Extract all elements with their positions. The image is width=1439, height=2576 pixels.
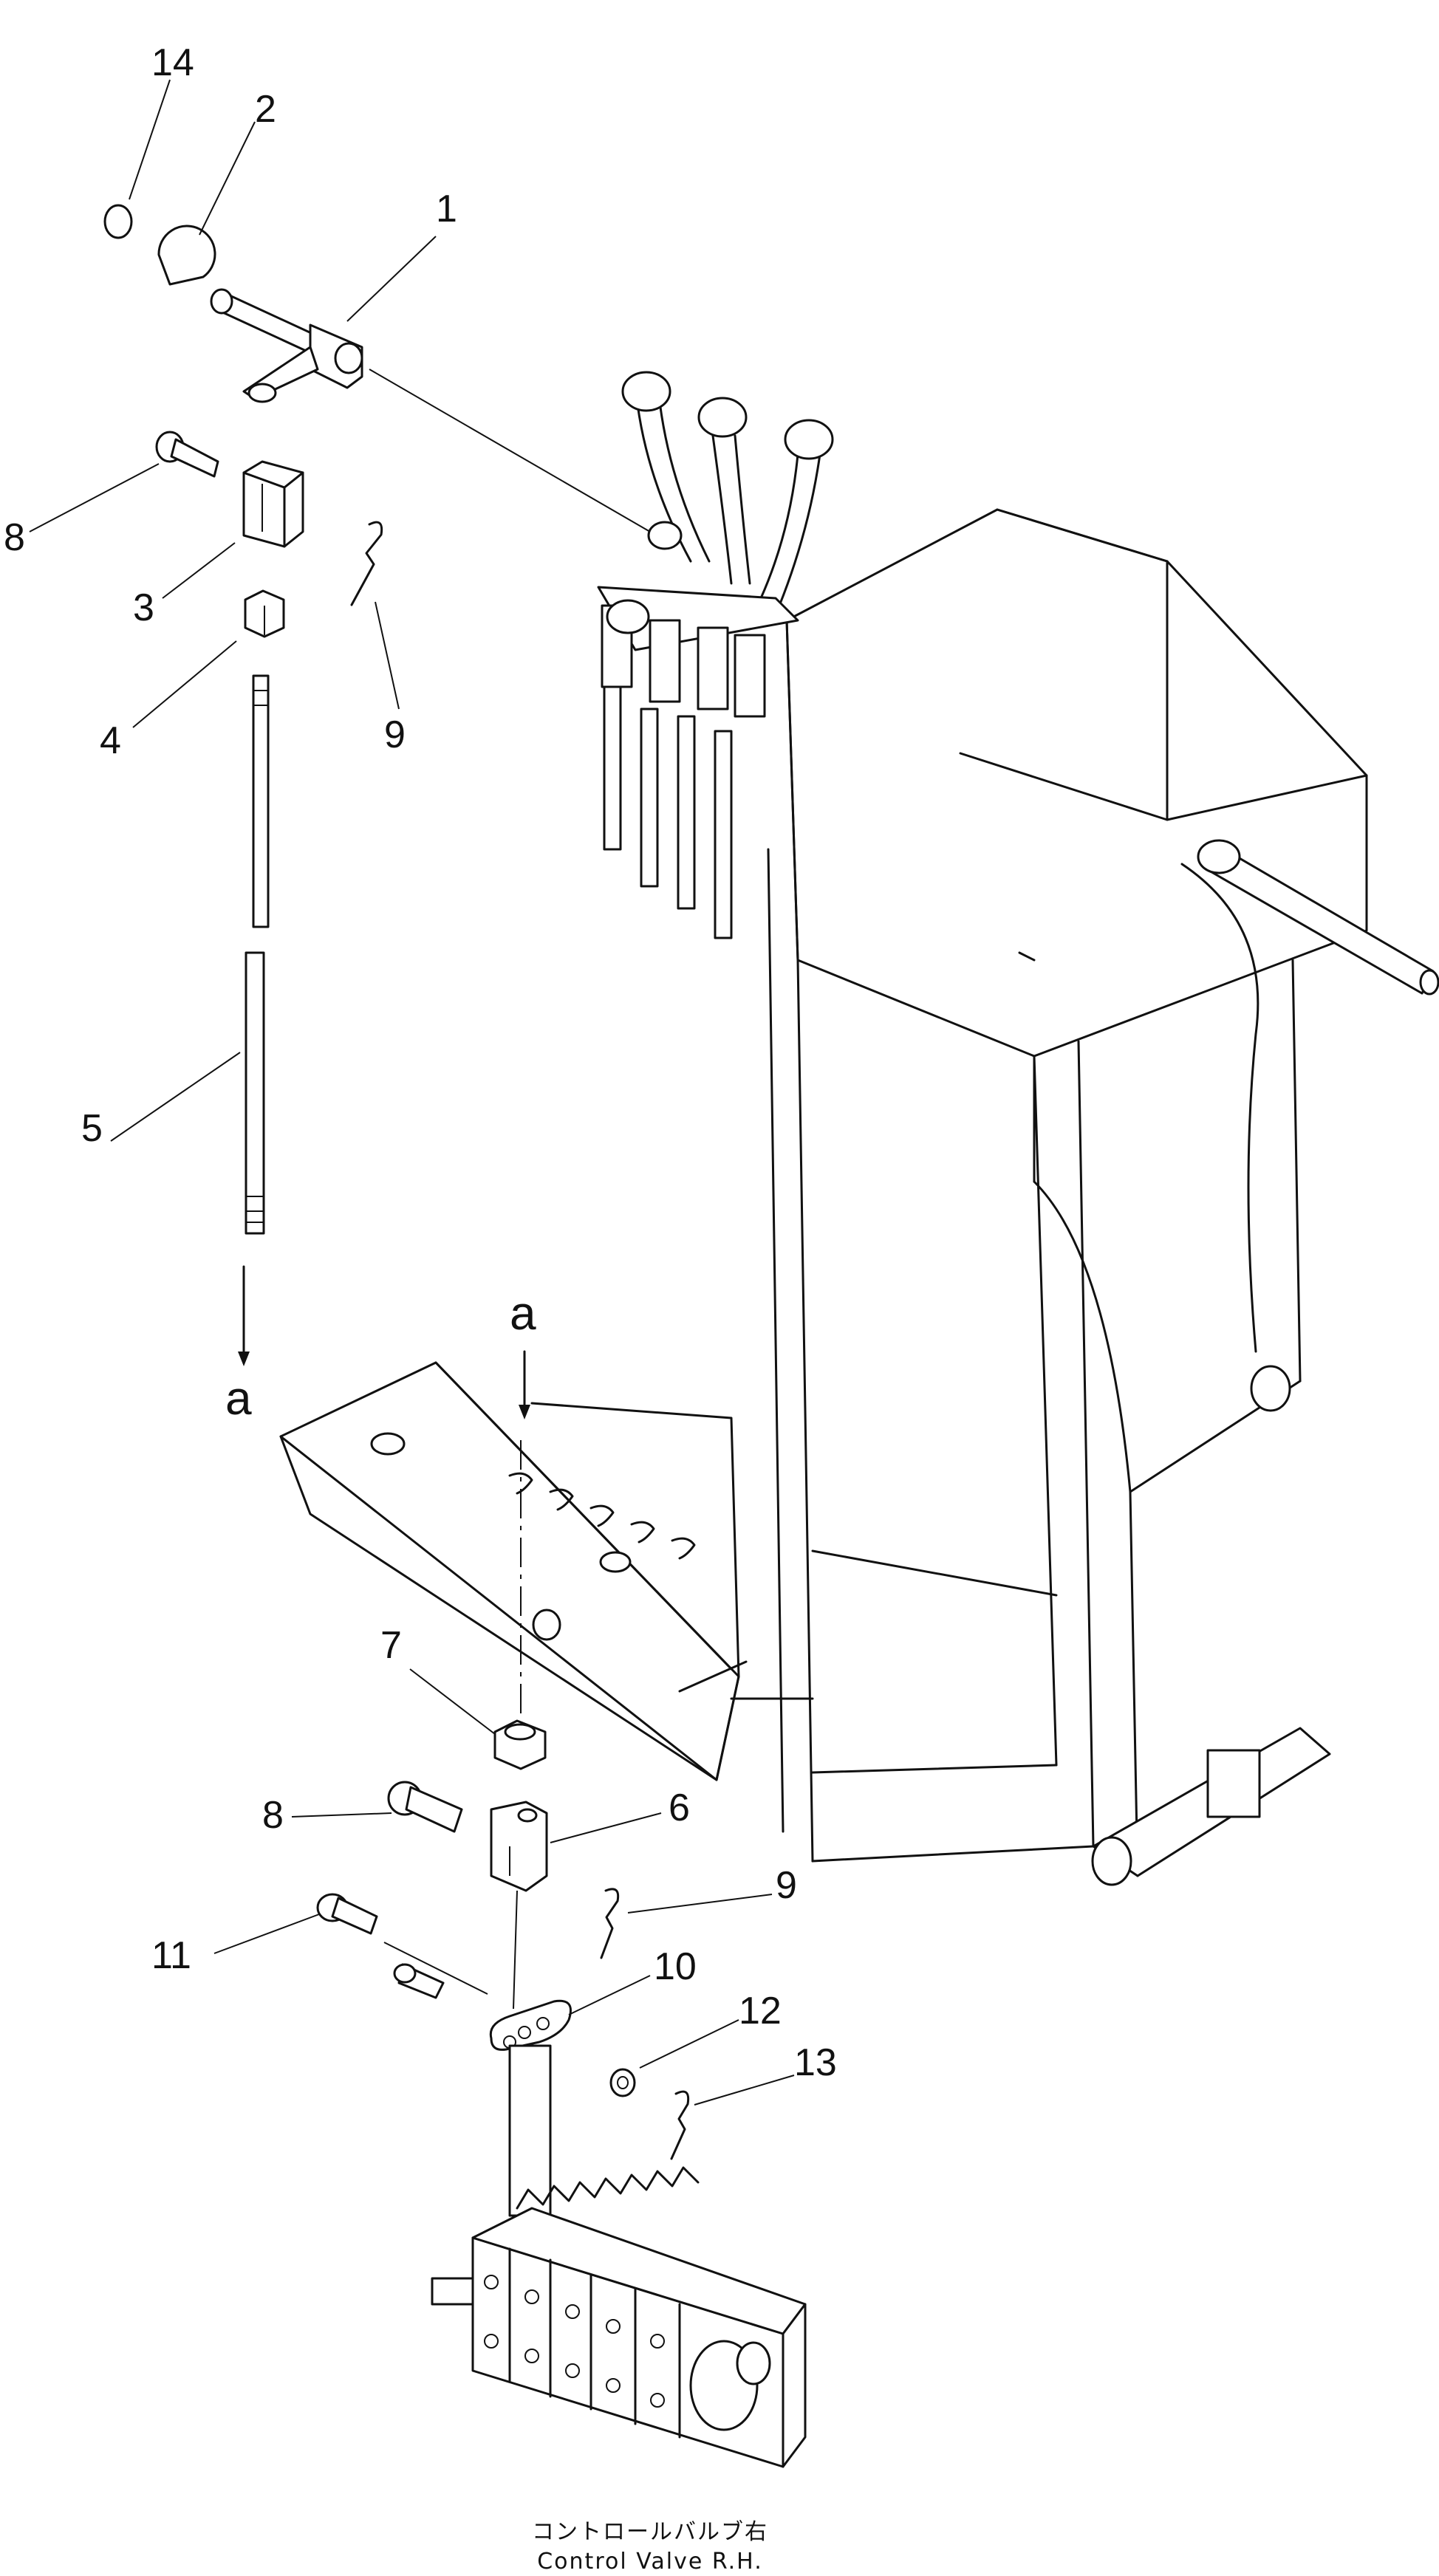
pin-8-top	[155, 431, 219, 478]
rod-5	[245, 674, 270, 1235]
callout-6: 6	[669, 1787, 690, 1829]
linkage-line	[513, 1890, 518, 2010]
clevis-3	[242, 460, 304, 548]
cotter-pin-9-top	[350, 521, 383, 606]
reference-arrow-floor	[519, 1350, 530, 1419]
control-console	[767, 508, 1439, 1886]
control-levers	[369, 369, 834, 939]
washer-12	[609, 2068, 636, 2097]
reference-mark-floor: a	[510, 1287, 536, 1340]
callout-13: 13	[794, 2041, 837, 2084]
clevis-6	[490, 1801, 548, 1892]
knob-2	[157, 225, 216, 286]
callout-5: 5	[81, 1107, 103, 1150]
callout-9-bottom: 9	[776, 1864, 797, 1907]
callout-10: 10	[654, 1945, 697, 1988]
callout-8-bottom: 8	[262, 1794, 284, 1837]
callout-2: 2	[255, 88, 276, 131]
leader-lines	[29, 79, 795, 2106]
callout-7: 7	[380, 1624, 402, 1667]
floor-plate	[279, 1361, 814, 1781]
pin-11	[316, 1893, 488, 1999]
callout-11: 11	[151, 1934, 191, 1977]
callout-14: 14	[151, 41, 194, 84]
caption-japanese: コントロールバルブ右	[532, 2519, 768, 2545]
callout-4: 4	[100, 719, 121, 762]
nut-4	[244, 589, 285, 638]
cotter-pin-13	[670, 2090, 690, 2160]
nut-7	[493, 1719, 547, 1770]
reference-mark-rod: a	[225, 1371, 252, 1425]
caption-english: Control Valve R.H.	[537, 2549, 763, 2575]
link-plate-10	[489, 1999, 572, 2051]
callout-1: 1	[436, 188, 457, 230]
callout-8-top: 8	[4, 516, 25, 559]
cotter-pin-9-bottom	[600, 1888, 620, 1959]
o-ring-14	[103, 204, 133, 239]
callout-3: 3	[133, 586, 154, 629]
reference-arrow-rod	[238, 1265, 250, 1366]
pin-8-bottom	[387, 1781, 463, 1833]
callout-12: 12	[739, 1990, 782, 2032]
callout-9-top: 9	[384, 713, 406, 756]
lever-arm-1	[210, 288, 363, 403]
control-valve	[431, 2044, 807, 2468]
